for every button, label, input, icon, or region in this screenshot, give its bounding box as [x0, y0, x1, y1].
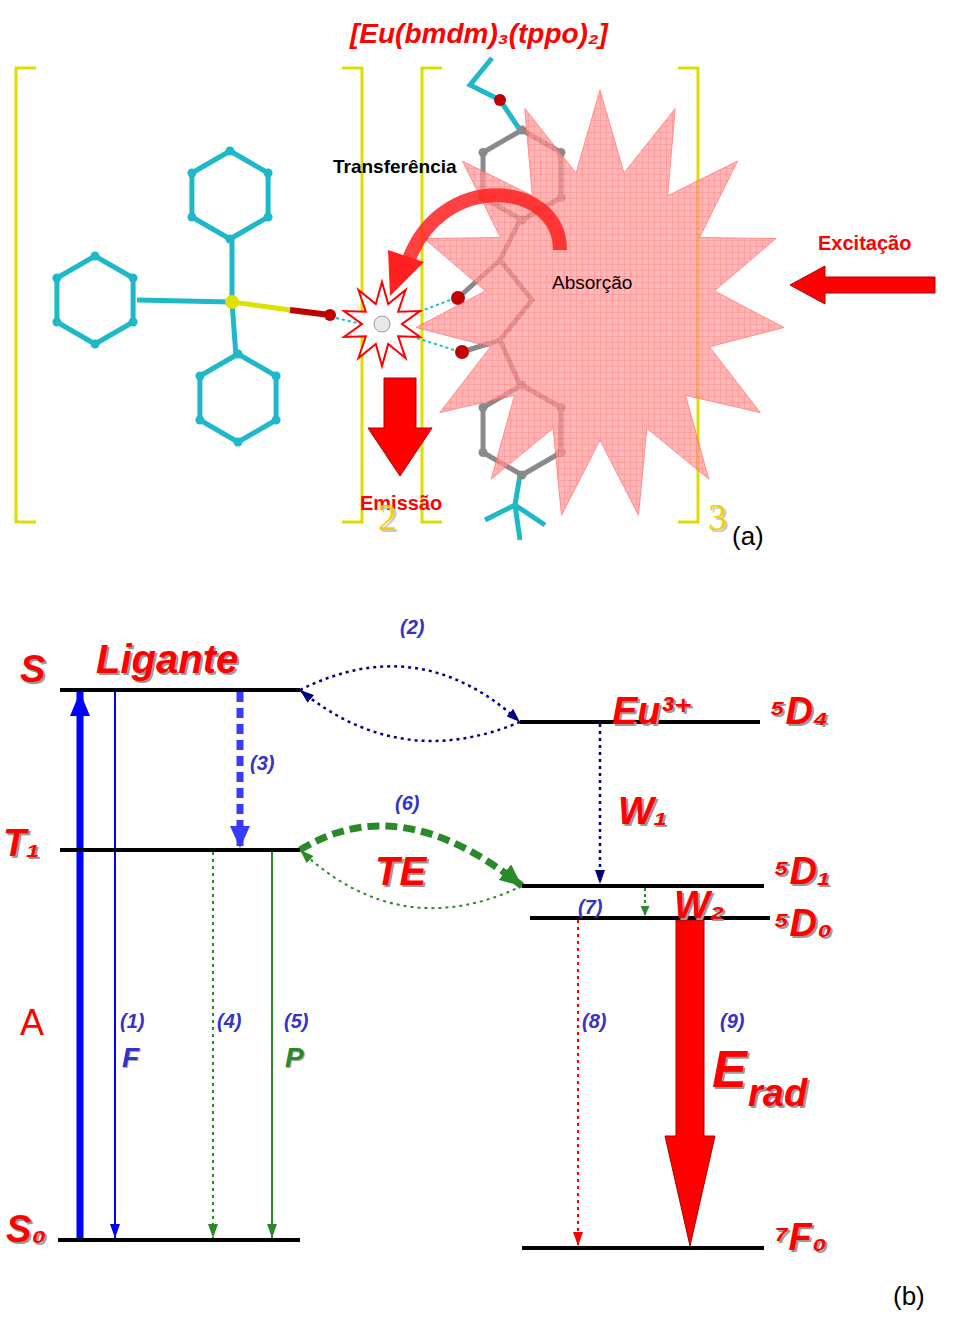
- transition-arrow: [577, 920, 579, 1246]
- annotation: 3: [708, 496, 727, 540]
- annotation: Ligante: [96, 636, 238, 682]
- annotation: (9): [720, 1010, 744, 1033]
- energy-level: S₀: [58, 1238, 300, 1242]
- annotation: Eu³⁺: [612, 690, 693, 734]
- annotation: F: [122, 1042, 139, 1074]
- annotation: TE: [375, 848, 426, 894]
- annotation: Absorção: [552, 272, 632, 294]
- annotation: E: [712, 1040, 747, 1100]
- europium-ion: [374, 316, 390, 332]
- transition-arrow: [212, 852, 214, 1238]
- radiative-emission-arrow: [665, 920, 715, 1246]
- transition-arrow: [300, 690, 520, 741]
- annotation: P: [285, 1042, 304, 1074]
- annotation: 2: [378, 496, 397, 540]
- level-label: ⁷F₀: [774, 1216, 827, 1260]
- annotation: (8): [582, 1010, 606, 1033]
- transition-arrow: [599, 724, 602, 884]
- tppo-molecule: [52, 147, 370, 447]
- level-label: S: [20, 648, 45, 692]
- benzene-ring: [200, 354, 276, 442]
- transition-arrow: [271, 852, 273, 1238]
- level-label: T₁: [3, 822, 40, 866]
- level-label: ⁵D₀: [774, 902, 832, 946]
- energy-level: S: [60, 688, 300, 692]
- energy-level: ⁷F₀: [522, 1246, 764, 1250]
- annotation: rad: [748, 1072, 807, 1116]
- transfer-arrow: [408, 195, 560, 262]
- diagram-title: [Eu(bmdm)₃(tppo)₂]: [350, 18, 608, 50]
- annotation: (1): [120, 1010, 144, 1033]
- transfer-arrowhead: [388, 250, 424, 296]
- energy-level: T₁: [60, 848, 300, 852]
- europium-burst: [344, 282, 420, 366]
- annotation: Transferência: [333, 156, 457, 178]
- transition-arrow: [300, 666, 520, 722]
- benzene-ring: [192, 151, 268, 239]
- transition-arrow: [237, 692, 244, 848]
- transition-arrow: [77, 692, 84, 1238]
- transition-arrow: [114, 692, 116, 1238]
- annotation: (b): [893, 1282, 925, 1312]
- absorption-burst: [416, 90, 784, 515]
- annotation: (6): [395, 792, 419, 815]
- level-label: ⁵D₄: [770, 690, 828, 734]
- benzene-ring: [57, 256, 133, 344]
- level-label: S₀: [6, 1208, 46, 1252]
- annotation: (4): [217, 1010, 241, 1033]
- annotation: Excitação: [818, 232, 911, 255]
- annotation: A: [20, 1002, 44, 1043]
- transition-arrow: [644, 888, 646, 916]
- annotation: (a): [732, 522, 764, 552]
- excitation-arrow: [790, 266, 935, 304]
- annotation: Emissão: [360, 492, 442, 515]
- annotation: W₂: [674, 884, 724, 928]
- energy-level: ⁵D₁: [522, 884, 764, 888]
- annotation: (3): [250, 752, 274, 775]
- emission-arrow: [368, 378, 432, 476]
- level-label: ⁵D₁: [774, 850, 830, 894]
- annotation: W₁: [618, 790, 667, 834]
- annotation: (7): [578, 896, 602, 919]
- energy-level: ⁵D₀: [530, 916, 770, 920]
- annotation: (2): [400, 616, 424, 639]
- annotation: (5): [284, 1010, 308, 1033]
